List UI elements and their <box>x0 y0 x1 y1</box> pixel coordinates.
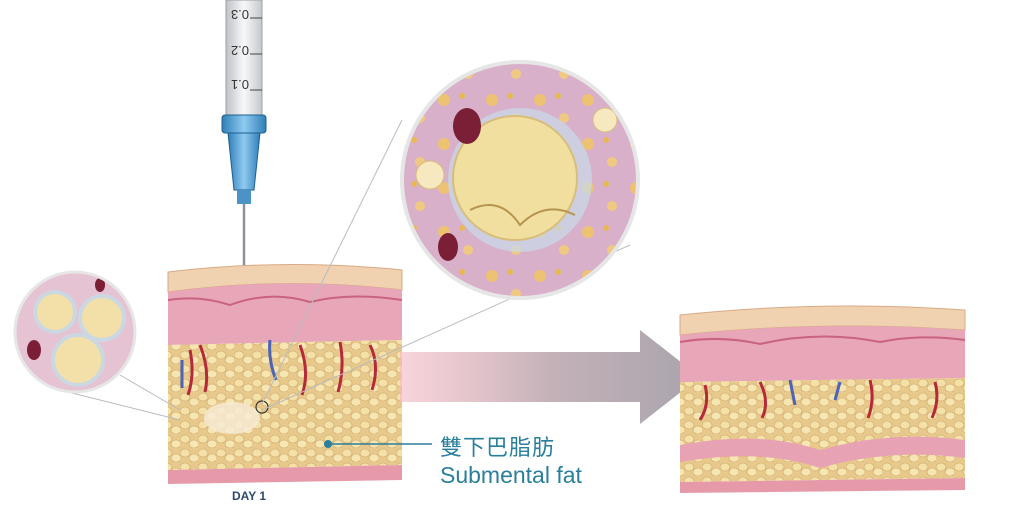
skin-block-after <box>679 305 966 493</box>
progress-arrow <box>400 330 700 424</box>
syringe-scale-label: 0.2 <box>231 43 249 58</box>
day-label: DAY 1 <box>232 489 267 503</box>
callout-dot <box>324 440 332 448</box>
zoom-circle-fat-cells <box>13 270 181 421</box>
needle-hub <box>227 132 261 191</box>
needle-hub-collar <box>221 114 267 134</box>
syringe-scale-label: 0.3 <box>231 7 249 22</box>
fat-label-chinese: 雙下巴脂肪 <box>440 436 556 461</box>
fat-label-english: Submental fat <box>440 462 582 488</box>
skin-block-before <box>167 263 403 484</box>
syringe-scale-label: 0.1 <box>231 77 249 92</box>
syringe-scale-marks: 0.3 0.2 0.1 <box>231 7 262 92</box>
needle-tip-base <box>237 190 251 204</box>
zoom-circle-cell-rupture <box>261 60 640 411</box>
syringe-barrel <box>225 0 263 116</box>
